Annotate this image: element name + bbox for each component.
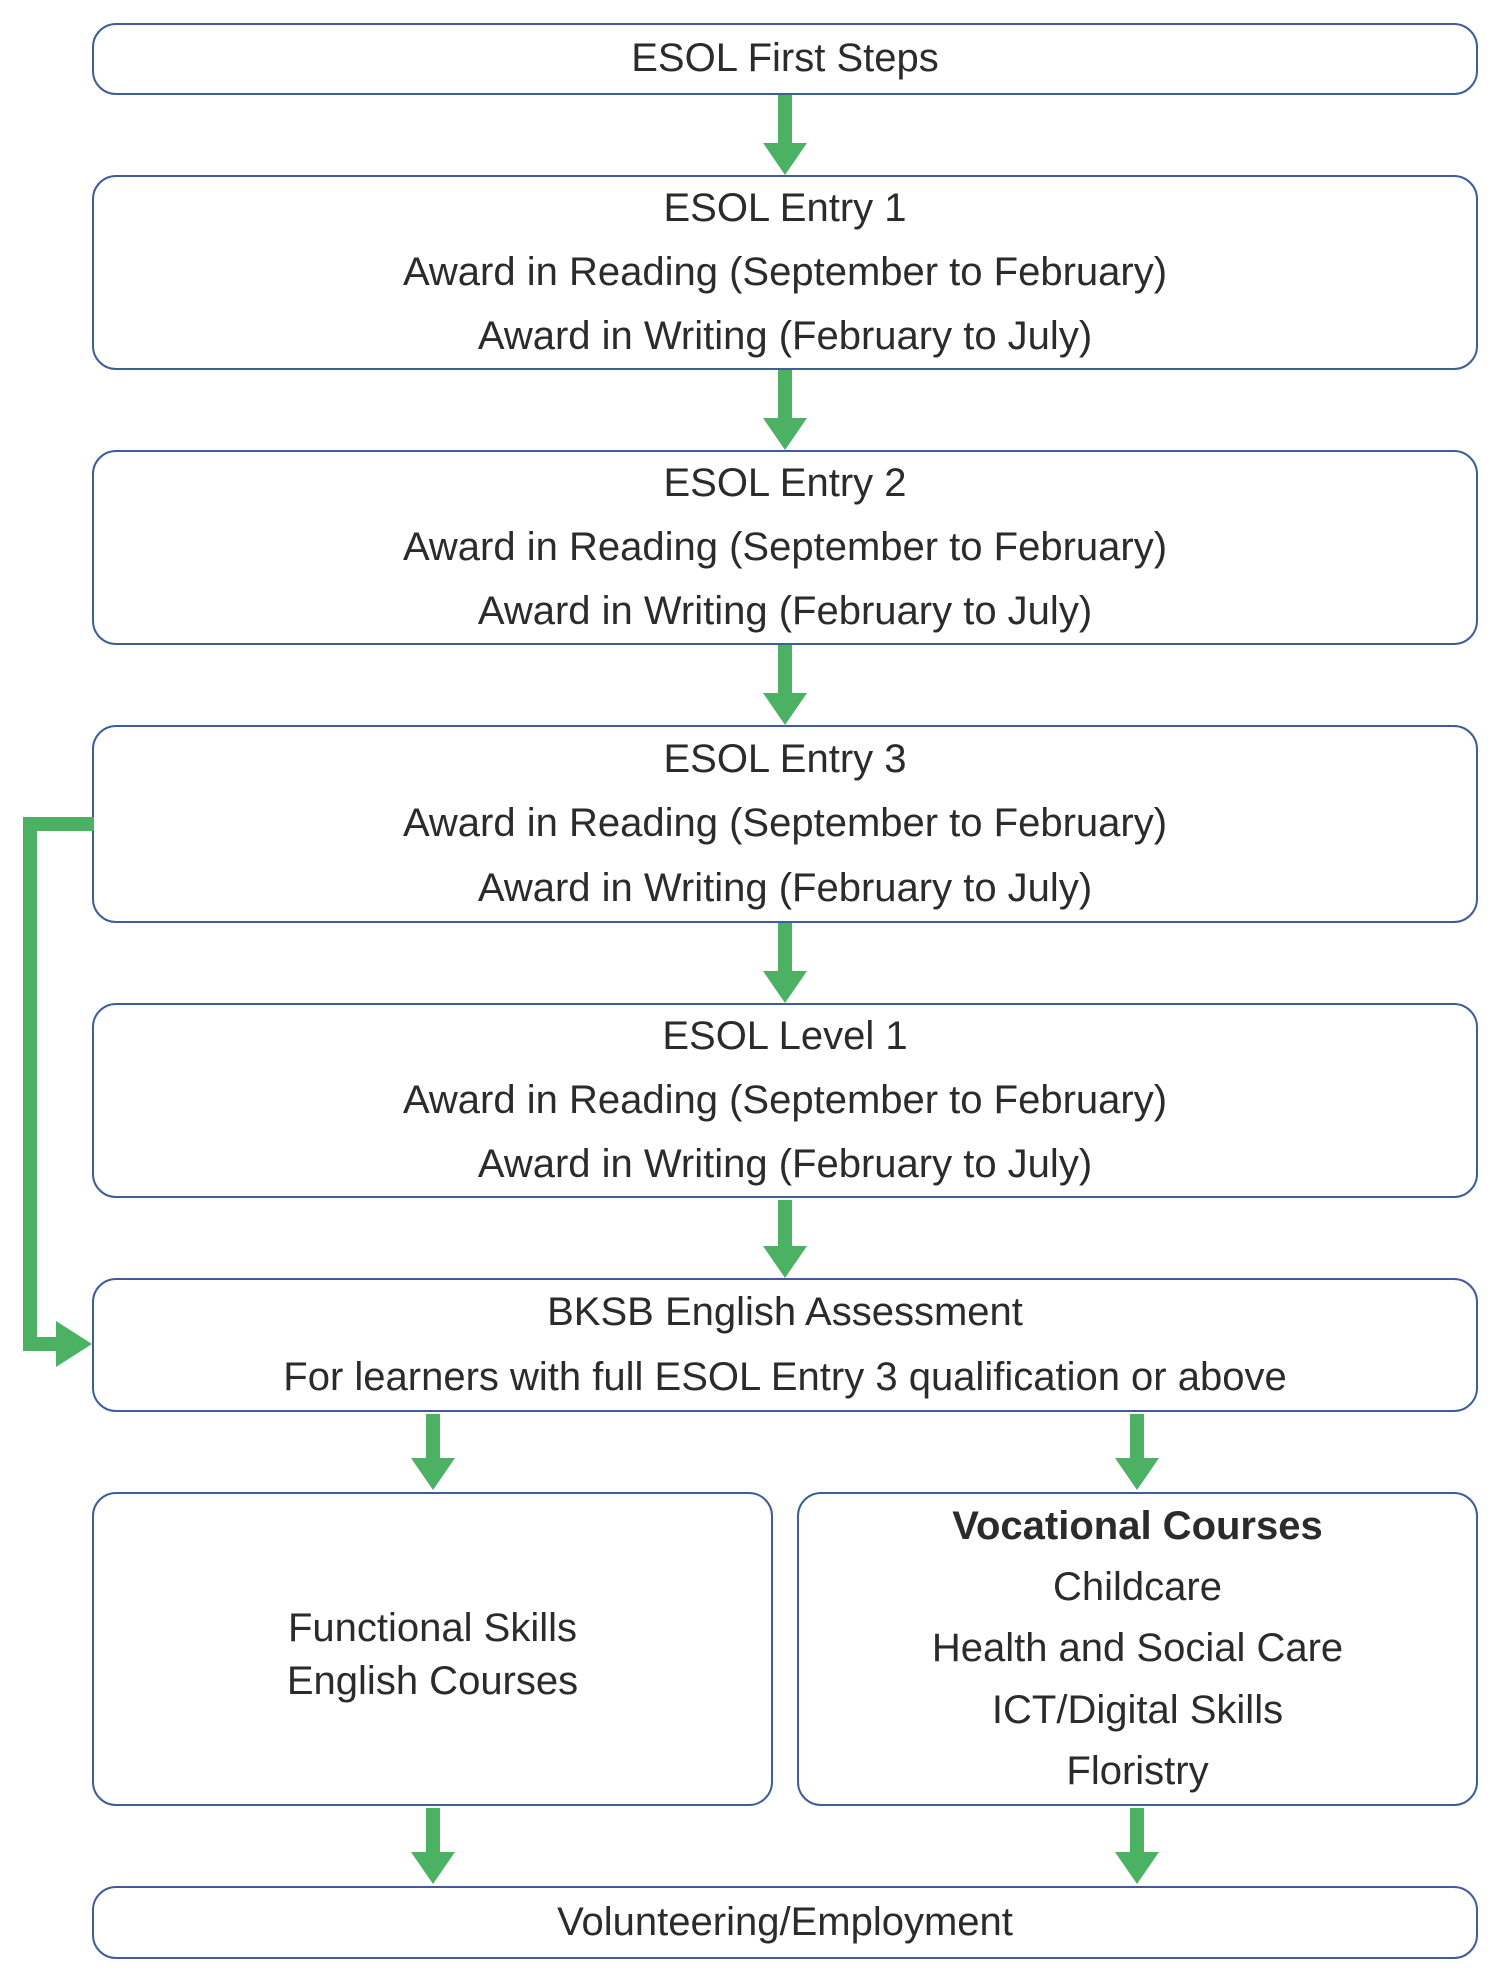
box-title: Volunteering/Employment bbox=[557, 1899, 1013, 1944]
box-line: Award in Writing (February to July) bbox=[477, 589, 1093, 634]
elbow-bottom-segment bbox=[23, 1337, 58, 1351]
box-functional-skills: Functional Skills English Courses bbox=[92, 1492, 773, 1806]
arrow-head bbox=[1115, 1852, 1159, 1884]
box-esol-first-steps: ESOL First Steps bbox=[92, 23, 1478, 95]
box-esol-entry-1: ESOL Entry 1 Award in Reading (September… bbox=[92, 175, 1478, 370]
arrow-shaft bbox=[1130, 1808, 1144, 1852]
arrow-head bbox=[763, 143, 807, 175]
arrow-shaft bbox=[426, 1414, 440, 1458]
arrow-shaft bbox=[778, 95, 792, 143]
box-volunteering-employment: Volunteering/Employment bbox=[92, 1886, 1478, 1959]
box-vocational-courses: Vocational Courses Childcare Health and … bbox=[797, 1492, 1478, 1806]
box-esol-level-1: ESOL Level 1 Award in Reading (September… bbox=[92, 1003, 1478, 1198]
arrow-head bbox=[411, 1458, 455, 1490]
elbow-top-segment bbox=[23, 817, 94, 831]
box-line: Award in Writing (February to July) bbox=[477, 865, 1093, 910]
box-line: Childcare bbox=[1053, 1565, 1222, 1610]
arrow-shaft bbox=[778, 1200, 792, 1246]
arrow-shaft bbox=[426, 1808, 440, 1852]
arrow-head bbox=[411, 1852, 455, 1884]
arrow-head bbox=[763, 971, 807, 1003]
arrow-down-3-icon bbox=[763, 645, 807, 725]
box-line: For learners with full ESOL Entry 3 qual… bbox=[283, 1355, 1287, 1399]
arrow-down-1-icon bbox=[763, 95, 807, 175]
arrow-down-5-icon bbox=[763, 1200, 807, 1278]
box-line: Floristry bbox=[1066, 1748, 1209, 1793]
arrow-shaft bbox=[778, 370, 792, 418]
box-title: ESOL Entry 1 bbox=[663, 185, 907, 230]
arrow-right-head-icon bbox=[56, 1321, 92, 1367]
box-title: ESOL Level 1 bbox=[662, 1013, 908, 1058]
box-esol-entry-2: ESOL Entry 2 Award in Reading (September… bbox=[92, 450, 1478, 645]
arrow-vocational-to-volunteering-icon bbox=[1115, 1808, 1159, 1884]
arrow-head bbox=[763, 418, 807, 450]
box-esol-entry-3: ESOL Entry 3 Award in Reading (September… bbox=[92, 725, 1478, 923]
elbow-vertical-segment bbox=[23, 817, 37, 1351]
box-bksb-assessment: BKSB English Assessment For learners wit… bbox=[92, 1278, 1478, 1412]
arrow-down-4-icon bbox=[763, 923, 807, 1003]
arrow-head bbox=[763, 1246, 807, 1278]
box-line: ICT/Digital Skills bbox=[991, 1687, 1284, 1732]
box-title: BKSB English Assessment bbox=[547, 1289, 1023, 1334]
box-line: Award in Reading (September to February) bbox=[402, 801, 1168, 846]
arrow-functional-to-volunteering-icon bbox=[411, 1808, 455, 1884]
arrow-head bbox=[1115, 1458, 1159, 1490]
box-title: ESOL First Steps bbox=[631, 36, 939, 81]
box-title: Vocational Courses bbox=[952, 1504, 1323, 1549]
arrow-shaft bbox=[1130, 1414, 1144, 1458]
box-line: Award in Reading (September to February) bbox=[402, 1077, 1168, 1122]
box-title: ESOL Entry 2 bbox=[663, 460, 907, 505]
box-line: Award in Writing (February to July) bbox=[477, 1142, 1093, 1187]
arrow-down-to-vocational-icon bbox=[1115, 1414, 1159, 1490]
arrow-shaft bbox=[778, 645, 792, 693]
arrow-down-2-icon bbox=[763, 370, 807, 450]
box-line: English Courses bbox=[286, 1659, 579, 1703]
box-line: Award in Reading (September to February) bbox=[402, 249, 1168, 294]
arrow-shaft bbox=[778, 923, 792, 971]
box-title: ESOL Entry 3 bbox=[663, 737, 907, 782]
box-line: Award in Writing (February to July) bbox=[477, 314, 1093, 359]
box-line: Health and Social Care bbox=[931, 1626, 1344, 1671]
box-line: Award in Reading (September to February) bbox=[402, 524, 1168, 569]
arrow-head bbox=[763, 693, 807, 725]
arrow-down-to-functional-icon bbox=[411, 1414, 455, 1490]
box-line: Functional Skills bbox=[287, 1605, 577, 1650]
